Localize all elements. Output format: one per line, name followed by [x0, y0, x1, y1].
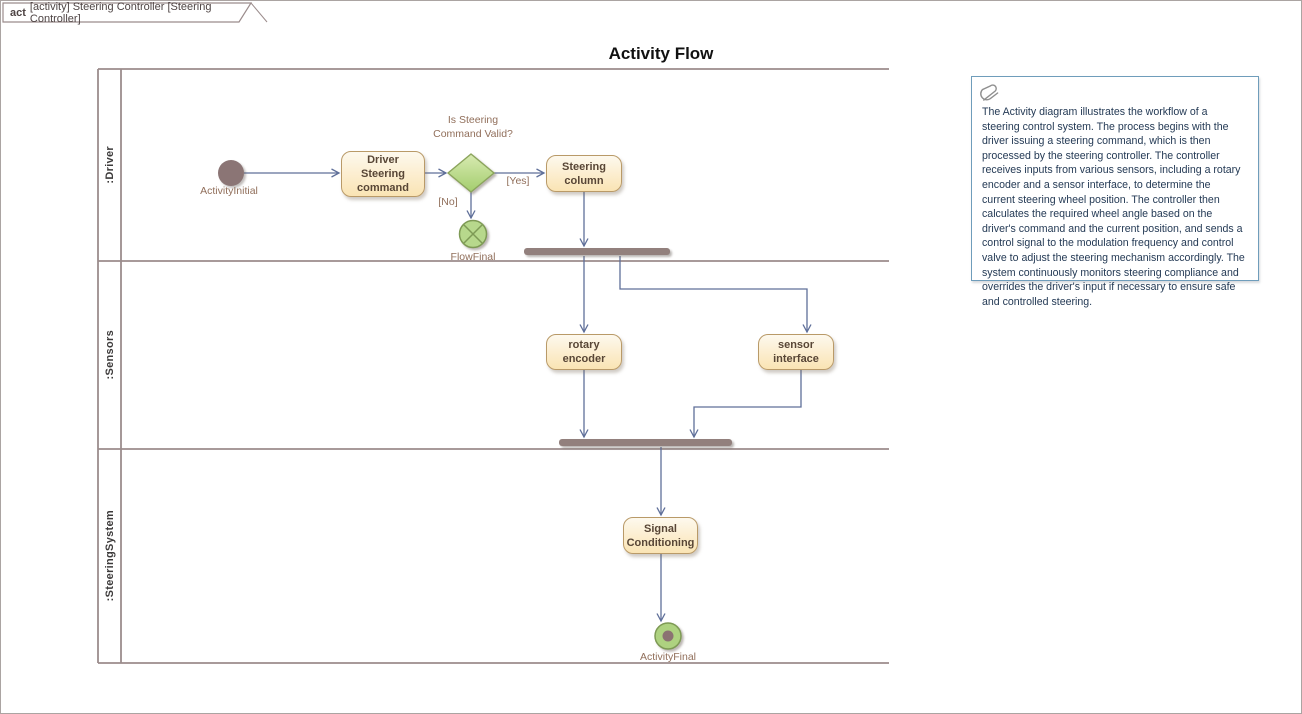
- guard-no-label: [No]: [438, 196, 458, 208]
- lane-sensors-label: :Sensors: [103, 330, 116, 380]
- guard-yes-label: [Yes]: [506, 175, 530, 187]
- action-sensor-interface[interactable]: sensor interface: [758, 334, 834, 370]
- lane-steeringsystem-label: :SteeringSystem: [103, 510, 116, 602]
- diagram-title: Activity Flow: [608, 44, 714, 63]
- lane-driver-label: :Driver: [103, 146, 116, 184]
- frame-tab-fold-line: [250, 2, 268, 23]
- lane-steeringsystem[interactable]: :SteeringSystem: [98, 449, 121, 663]
- frame-tab-outline: [2, 2, 253, 23]
- note-element[interactable]: The Activity diagram illustrates the wor…: [971, 76, 1259, 308]
- action-sensor-interface-label: sensor interface: [773, 339, 819, 365]
- decision-diamond[interactable]: [446, 153, 496, 193]
- activity-initial-node[interactable]: [218, 160, 244, 186]
- flow-final-label: FlowFinal: [450, 251, 496, 263]
- join-bar[interactable]: [559, 439, 732, 446]
- lane-driver[interactable]: :Driver: [98, 69, 121, 261]
- action-driver-steering-command-label: Driver Steering command: [357, 154, 409, 194]
- lane-sensors[interactable]: :Sensors: [98, 261, 121, 449]
- edge-sensor-interface-to-join[interactable]: [689, 370, 802, 439]
- decision-question-label: Is Steering Command Valid?: [433, 114, 513, 140]
- action-driver-steering-command[interactable]: Driver Steering command: [341, 151, 425, 197]
- activity-final-node[interactable]: [654, 622, 682, 650]
- edge-fork-to-sensor-interface[interactable]: [619, 256, 812, 334]
- activity-initial-label: ActivityInitial: [200, 185, 258, 197]
- action-steering-column[interactable]: Steering column: [546, 155, 622, 192]
- frame-tab[interactable]: act [activity] Steering Controller [Stee…: [3, 1, 265, 25]
- note-text: The Activity diagram illustrates the wor…: [982, 106, 1245, 308]
- action-signal-conditioning[interactable]: Signal Conditioning: [623, 517, 698, 554]
- frame-tab-keyword: act: [10, 7, 26, 19]
- action-signal-conditioning-label: Signal Conditioning: [626, 522, 695, 549]
- flow-final-node[interactable]: [458, 219, 488, 249]
- fork-bar[interactable]: [524, 248, 670, 255]
- paperclip-icon: [980, 84, 999, 101]
- swimlane-frame: [97, 68, 889, 664]
- action-rotary-encoder-label: rotary encoder: [562, 339, 606, 365]
- frame-tab-text: [activity] Steering Controller [Steering…: [29, 1, 212, 25]
- action-steering-column-label: Steering column: [561, 160, 606, 187]
- activity-final-label: ActivityFinal: [639, 651, 696, 663]
- action-rotary-encoder[interactable]: rotary encoder: [546, 334, 622, 370]
